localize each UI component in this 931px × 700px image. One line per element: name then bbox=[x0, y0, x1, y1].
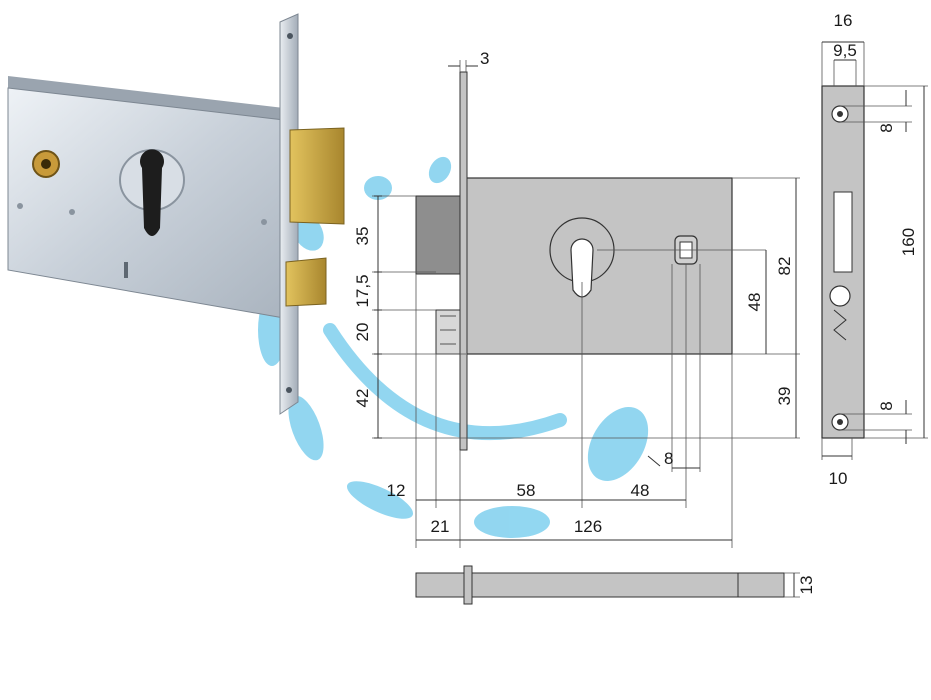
dim-label-8-top: 8 bbox=[877, 123, 896, 132]
dim-label-39: 39 bbox=[775, 387, 794, 406]
case-slot bbox=[124, 262, 128, 278]
bolt-shaft bbox=[471, 572, 739, 598]
dim-label-160: 160 bbox=[899, 228, 918, 256]
bolt-collar bbox=[463, 565, 473, 605]
faceplate-hole-top-inner bbox=[837, 111, 843, 117]
faceplate-body bbox=[821, 85, 865, 439]
faceplate-side-view bbox=[821, 41, 928, 460]
dim-label-10: 10 bbox=[829, 469, 848, 488]
faceplate-latch-hole bbox=[829, 285, 851, 307]
dim-label-126: 126 bbox=[574, 517, 602, 536]
brass-latch bbox=[285, 257, 327, 307]
cylinder-profile bbox=[570, 238, 594, 298]
watermark-stroke bbox=[288, 395, 324, 461]
watermark-stroke bbox=[364, 176, 392, 200]
lock-front-plate bbox=[279, 13, 299, 415]
dim-label-48-vertical: 48 bbox=[745, 293, 764, 312]
dim-label-16: 16 bbox=[834, 11, 853, 30]
watermark-arc bbox=[323, 323, 567, 441]
lock-case-top-edge bbox=[8, 76, 284, 120]
dim-label-3: 3 bbox=[480, 49, 489, 68]
front-view-drawing bbox=[372, 60, 800, 548]
front-plate-screw-hole bbox=[287, 33, 293, 39]
bolt-tip bbox=[737, 572, 785, 598]
dim-label-8-square: 8 bbox=[664, 449, 673, 468]
dim-label-82: 82 bbox=[775, 257, 794, 276]
brass-hub-center bbox=[41, 159, 51, 169]
watermark-stroke bbox=[346, 481, 414, 519]
deadbolt-block bbox=[415, 195, 461, 275]
watermark-stroke bbox=[587, 407, 649, 481]
dimension-labels: 3 35 17,5 20 42 82 48 39 12 58 48 8 21 1… bbox=[353, 11, 918, 594]
dim-label-35: 35 bbox=[353, 227, 372, 246]
faceplate-hole-bottom-inner bbox=[837, 419, 843, 425]
dim-label-8-bottom: 8 bbox=[877, 401, 896, 410]
dim-label-42: 42 bbox=[353, 389, 372, 408]
bolt-extension-lines bbox=[784, 572, 800, 598]
bolt-side-view bbox=[415, 565, 800, 605]
dim-label-48-horizontal: 48 bbox=[631, 481, 650, 500]
watermark-stroke bbox=[428, 156, 452, 184]
dim-ticks bbox=[374, 195, 382, 439]
latch-block bbox=[435, 309, 461, 355]
faceplate-inner-slot bbox=[833, 191, 853, 273]
dim-label-20: 20 bbox=[353, 323, 372, 342]
watermark-stroke bbox=[474, 506, 550, 538]
dim-square-arrow bbox=[647, 455, 661, 467]
case-rivet bbox=[261, 219, 267, 225]
cylinder-hole bbox=[140, 149, 164, 236]
faceplate-latch-detail bbox=[833, 309, 847, 341]
dim-label-12: 12 bbox=[387, 481, 406, 500]
dim-label-13: 13 bbox=[797, 576, 816, 595]
case-rivet bbox=[17, 203, 23, 209]
case-rivet bbox=[69, 209, 75, 215]
brass-deadbolt bbox=[289, 127, 345, 225]
faceplate-extension-lines bbox=[821, 42, 928, 460]
dim-label-17-5: 17,5 bbox=[353, 274, 372, 307]
bolt-tail bbox=[415, 572, 465, 598]
dim-label-21: 21 bbox=[431, 517, 450, 536]
lock-product-photo bbox=[7, 13, 345, 415]
faceplate-dim-lines bbox=[822, 41, 925, 457]
latch-detail bbox=[440, 315, 456, 345]
dim-label-9-5: 9,5 bbox=[833, 41, 857, 60]
front-plate-strip bbox=[459, 71, 468, 451]
dim-label-58: 58 bbox=[517, 481, 536, 500]
front-plate-screw-hole bbox=[286, 387, 292, 393]
